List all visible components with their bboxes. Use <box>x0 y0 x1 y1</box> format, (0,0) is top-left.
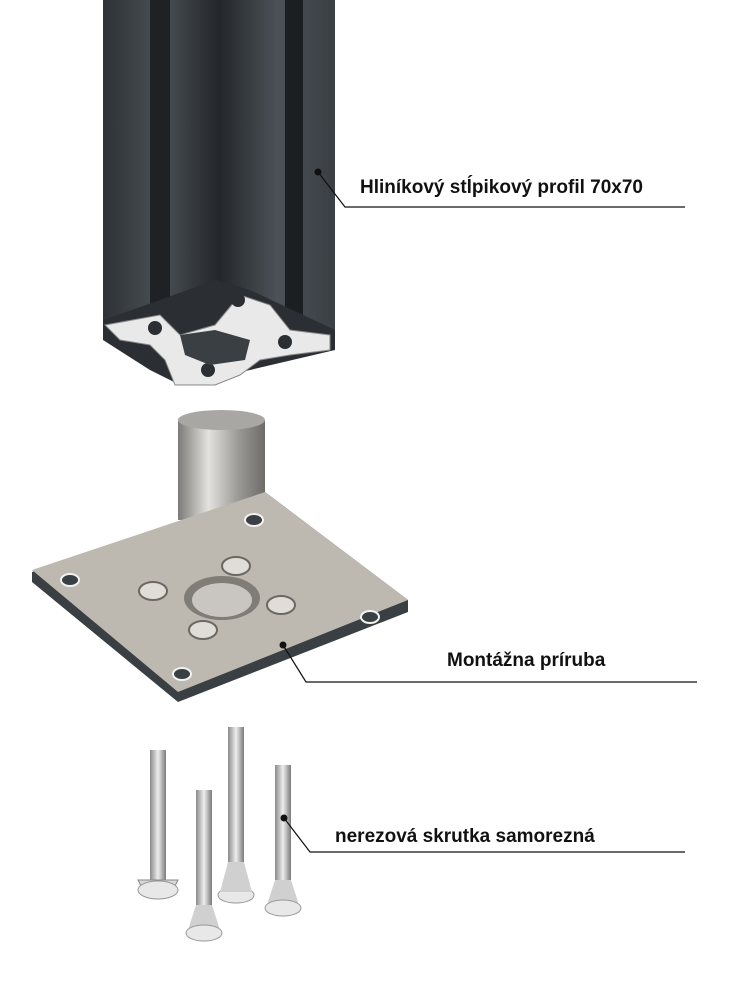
flange-label: Montážna príruba <box>447 650 606 671</box>
post-label: Hliníkový stĺpikový profil 70x70 <box>360 177 643 198</box>
leader-lines <box>282 171 697 853</box>
screw <box>264 765 302 917</box>
aluminium-post <box>103 0 335 386</box>
leader-dot <box>279 641 287 649</box>
screws-label: nerezová skrutka samorezná <box>335 826 595 847</box>
screws <box>137 727 302 942</box>
screw <box>137 750 179 900</box>
leader-dot <box>280 814 288 822</box>
screw <box>185 790 223 942</box>
screw <box>217 727 255 904</box>
leader-dot <box>314 168 322 176</box>
mounting-flange <box>32 410 408 702</box>
